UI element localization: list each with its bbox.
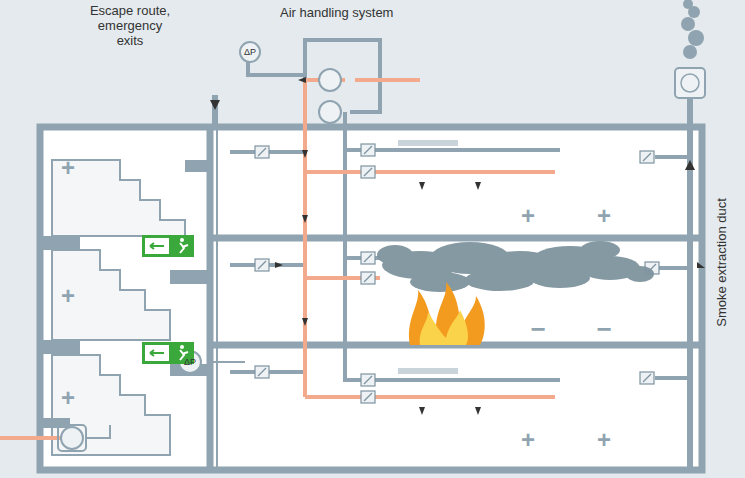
system-heading: Air handling system <box>280 6 393 21</box>
duct-heading: Smoke extraction duct <box>715 198 730 327</box>
pressure-sign: + <box>61 154 75 182</box>
area-heading: Escape route, emergency exits <box>85 4 175 49</box>
pressure-sign: + <box>61 282 75 310</box>
pressure-sign: − <box>530 315 545 345</box>
pressure-sign: + <box>521 202 535 230</box>
pressure-sign: + <box>597 202 611 230</box>
pressure-sign: − <box>596 315 611 345</box>
pressure-sensor-label: ΔP <box>244 47 256 57</box>
pressure-sensor-label: ΔP <box>184 357 196 367</box>
pressure-sign: + <box>597 426 611 454</box>
pressure-sign: + <box>521 426 535 454</box>
pressure-sign: + <box>61 384 75 412</box>
